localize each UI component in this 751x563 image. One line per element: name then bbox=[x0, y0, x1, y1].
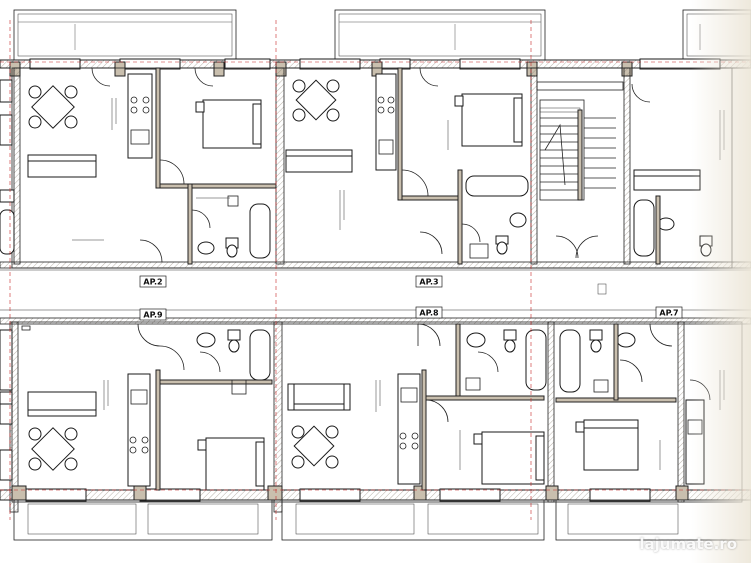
toilet-icon bbox=[227, 329, 241, 341]
label-box-ap8 bbox=[415, 306, 443, 319]
sink-icon bbox=[466, 332, 486, 348]
sofa-icon bbox=[287, 383, 351, 411]
staircase bbox=[536, 81, 624, 259]
kitchen-counter bbox=[127, 73, 153, 159]
sofa-icon bbox=[285, 149, 353, 173]
axis-lines bbox=[0, 20, 751, 520]
sofa-icon bbox=[27, 391, 97, 417]
apartment-ap2 bbox=[0, 67, 277, 265]
bed-icon bbox=[195, 99, 262, 149]
label-box-ap3 bbox=[415, 275, 443, 288]
bed-icon bbox=[197, 437, 265, 491]
bathtub-icon bbox=[249, 203, 271, 259]
label-box-ap7 bbox=[655, 306, 683, 319]
apartment-ap8 bbox=[287, 323, 547, 491]
bed-icon bbox=[473, 431, 545, 485]
dining-table-icon bbox=[28, 427, 78, 471]
watermark-suffix: .ro bbox=[713, 535, 737, 553]
label-box-ap9 bbox=[139, 308, 167, 321]
toilet-icon bbox=[589, 329, 603, 341]
dining-table-icon bbox=[292, 79, 340, 122]
apartment-ap9 bbox=[0, 323, 273, 491]
label-ap7: AP.7 bbox=[659, 309, 678, 318]
top-row-walls bbox=[0, 58, 751, 269]
apartment-labels: AP.2 AP.3 AP.9 AP.8 AP.7 bbox=[139, 275, 683, 321]
label-ap9: AP.9 bbox=[143, 311, 163, 320]
bathtub-icon bbox=[559, 329, 581, 393]
sofa-icon bbox=[27, 154, 97, 178]
label-ap2: AP.2 bbox=[143, 278, 162, 287]
bottom-row-walls bbox=[0, 317, 751, 541]
label-ap3: AP.3 bbox=[419, 278, 438, 287]
watermark-text: lajumate bbox=[639, 535, 714, 553]
bathtub-icon bbox=[633, 199, 655, 257]
watermark: lajumate.ro bbox=[639, 535, 737, 553]
bathtub-icon bbox=[525, 329, 547, 391]
sink-icon bbox=[197, 241, 215, 255]
sink-icon bbox=[509, 212, 527, 228]
toilet-icon bbox=[503, 329, 517, 341]
dining-table-icon bbox=[291, 425, 339, 469]
kitchen-counter bbox=[127, 373, 151, 487]
sink-icon bbox=[616, 332, 636, 348]
bathtub-icon bbox=[249, 329, 271, 381]
sink-icon bbox=[196, 332, 216, 348]
dining-table-icon bbox=[28, 85, 78, 129]
paper-edge-shadow bbox=[691, 0, 751, 563]
top-balconies bbox=[13, 9, 751, 61]
label-ap8: AP.8 bbox=[419, 309, 439, 318]
apartment-ap3 bbox=[285, 67, 529, 265]
kitchen-counter bbox=[397, 373, 421, 485]
corridor bbox=[0, 269, 751, 311]
bathtub-icon bbox=[465, 175, 529, 197]
bed-icon bbox=[454, 93, 523, 147]
bed-icon bbox=[575, 419, 639, 471]
label-box-ap2 bbox=[139, 275, 167, 288]
kitchen-counter bbox=[375, 73, 397, 171]
